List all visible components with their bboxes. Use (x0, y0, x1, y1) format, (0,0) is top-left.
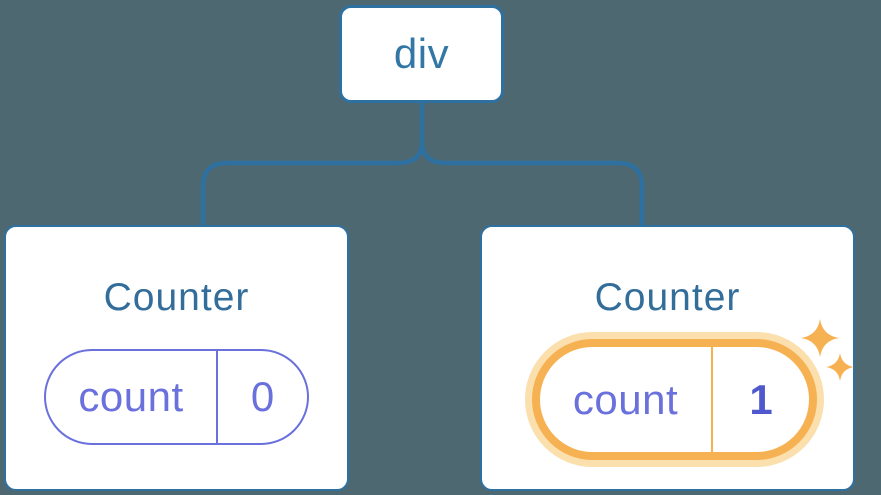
sparkles-icon (801, 319, 854, 381)
component-title: Counter (594, 276, 741, 319)
counter-card-right: Counter count 1 (480, 225, 855, 491)
connector-left-branch (200, 140, 425, 228)
state-name: count (78, 373, 184, 420)
state-value: 0 (216, 351, 307, 443)
root-node-div: div (339, 5, 504, 103)
state-pill: count 0 (44, 349, 309, 445)
state-pill-highlighted: count 1 (532, 339, 817, 460)
state-value: 1 (711, 347, 809, 452)
root-node-label: div (393, 30, 450, 77)
counter-card-left: Counter count 0 (4, 225, 349, 491)
connector-right-branch (419, 140, 645, 228)
component-title: Counter (103, 276, 250, 319)
state-name: count (572, 375, 679, 423)
